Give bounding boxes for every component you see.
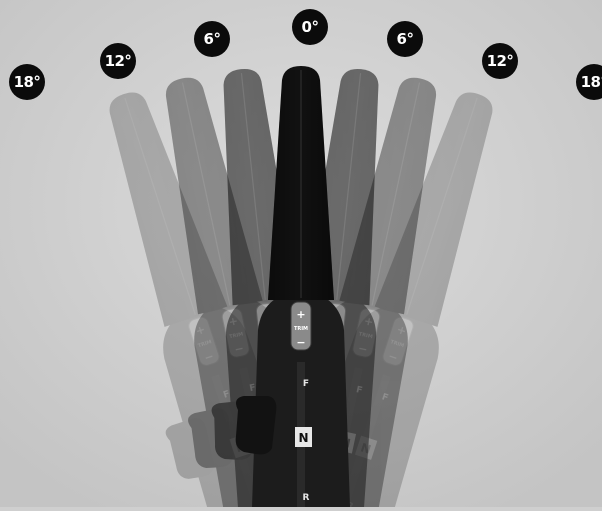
gear-reverse-label: R — [303, 493, 310, 503]
angle-badge-left-18: 18° — [9, 64, 45, 100]
angle-badge-left-6: 6° — [194, 21, 230, 57]
trim-minus-label: − — [296, 336, 305, 349]
angle-badge-right-6: 6° — [387, 21, 423, 57]
angle-badge-right-12: 12° — [482, 43, 518, 79]
gear-forward-label: F — [303, 379, 309, 389]
gear-neutral-label: N — [298, 431, 308, 445]
angle-badge-left-12: 12° — [100, 43, 136, 79]
trim-plus-label: + — [296, 308, 305, 321]
angle-badge-center-0: 0° — [292, 9, 328, 45]
neutral-lock-lever[interactable] — [236, 396, 277, 454]
trim-label: TRIM — [294, 326, 308, 332]
